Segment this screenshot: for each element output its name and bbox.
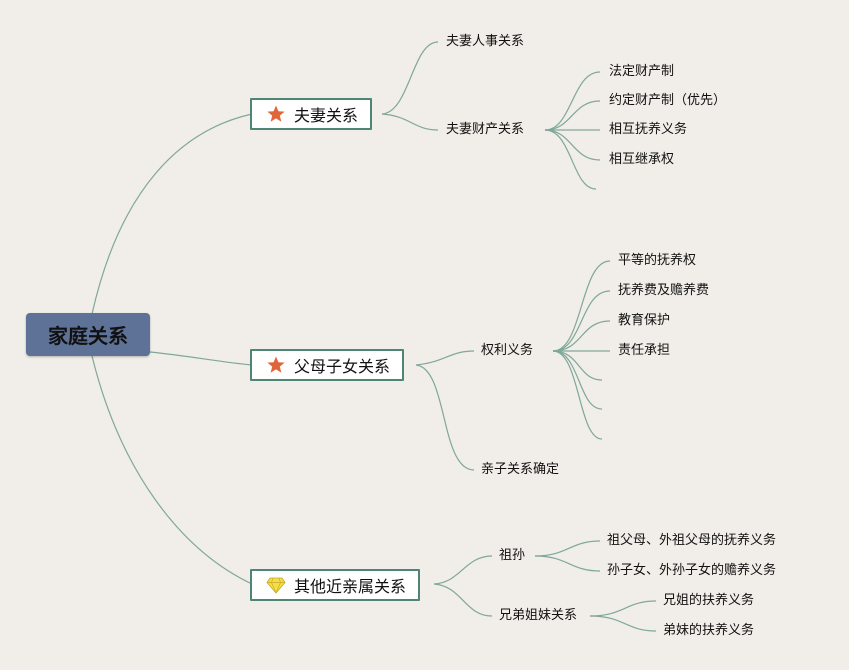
node-sibling-relations[interactable]: 兄弟姐妹关系 — [499, 608, 578, 623]
connector-siblings-1 — [589, 600, 657, 617]
connector-rights-5 — [552, 350, 603, 381]
node-rights-item[interactable]: 平等的抚养权 — [618, 253, 697, 268]
node-spouse-property[interactable]: 夫妻财产关系 — [446, 122, 525, 137]
connector-property-1 — [544, 71, 601, 131]
node-grand-item[interactable]: 祖父母、外祖父母的抚养义务 — [607, 533, 777, 548]
connector-spouse-property — [381, 113, 439, 131]
node-spouse-personal[interactable]: 夫妻人事关系 — [446, 34, 525, 49]
diamond-icon — [266, 577, 286, 594]
node-parentage-determination[interactable]: 亲子关系确定 — [481, 462, 560, 477]
branch-other-relatives-label: 其他近亲属关系 — [294, 577, 407, 596]
connector-property-4 — [544, 129, 601, 161]
connector-other-grand — [433, 555, 493, 585]
node-grand-item[interactable]: 孙子女、外孙子女的赡养义务 — [607, 563, 777, 578]
node-rights-item[interactable]: 抚养费及赡养费 — [618, 283, 710, 298]
branch-spouse[interactable]: 夫妻关系 — [250, 98, 373, 130]
connector-root-other — [91, 355, 253, 585]
node-property-item[interactable]: 相互抚养义务 — [609, 122, 688, 137]
connector-parent-determination — [415, 364, 475, 471]
connector-lines — [91, 41, 657, 632]
connector-other-siblings — [433, 583, 493, 617]
node-rights-item[interactable]: 责任承担 — [618, 343, 671, 358]
node-property-item[interactable]: 约定财产制（优先） — [609, 93, 727, 108]
connector-siblings-2 — [589, 615, 657, 632]
connector-rights-1 — [552, 260, 611, 352]
root-label: 家庭关系 — [48, 324, 128, 348]
node-grand-relations[interactable]: 祖孙 — [499, 548, 526, 563]
connector-parent-rights — [415, 350, 475, 366]
node-rights-item[interactable]: 教育保护 — [618, 313, 671, 328]
branch-other-relatives[interactable]: 其他近亲属关系 — [250, 569, 421, 601]
connector-rights-7 — [552, 350, 603, 440]
connector-spouse-personal — [381, 41, 439, 115]
branch-parent-child-label: 父母子女关系 — [294, 357, 391, 376]
node-property-item[interactable]: 法定财产制 — [609, 64, 675, 79]
node-sibling-item[interactable]: 弟妹的扶养义务 — [663, 623, 755, 638]
connector-rights-2 — [552, 290, 611, 352]
connector-rights-6 — [552, 350, 603, 410]
branch-spouse-label: 夫妻关系 — [294, 106, 359, 125]
connector-grand-2 — [534, 555, 601, 572]
node-property-item[interactable]: 相互继承权 — [609, 152, 675, 167]
connector-root-spouse — [91, 113, 253, 315]
node-rights-duties[interactable]: 权利义务 — [481, 343, 534, 358]
node-sibling-item[interactable]: 兄姐的扶养义务 — [663, 593, 755, 608]
connector-property-2 — [544, 100, 601, 131]
star-icon — [267, 105, 285, 122]
connector-property-5 — [544, 129, 597, 190]
connector-grand-1 — [534, 540, 601, 557]
connector-rights-3 — [552, 320, 611, 352]
branch-parent-child[interactable]: 父母子女关系 — [250, 349, 405, 381]
root-node[interactable]: 家庭关系 — [26, 313, 150, 356]
connector-root-parent — [149, 351, 253, 366]
star-icon — [267, 356, 285, 373]
